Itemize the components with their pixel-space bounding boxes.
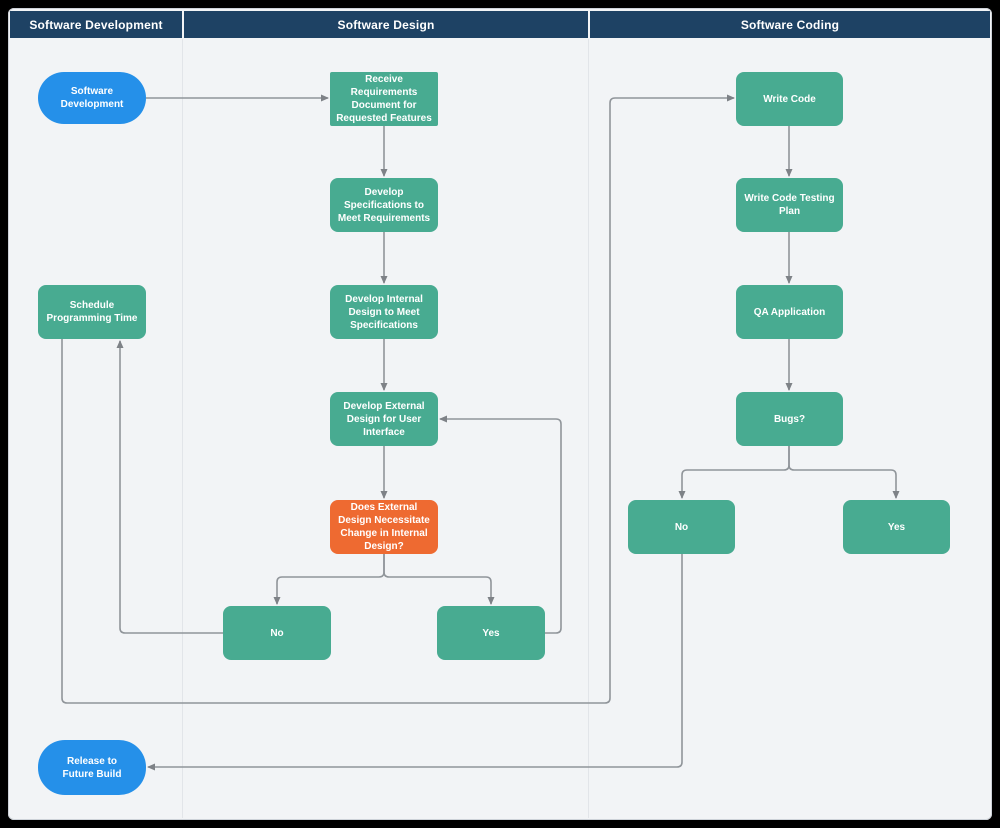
node-coding-yes[interactable]: Yes (843, 500, 950, 554)
connector-bugs-to-coding-yes (788, 446, 900, 499)
connector-question-to-design-no (273, 554, 385, 605)
lane-header-software-design[interactable]: Software Design (184, 11, 588, 38)
node-design-change-question[interactable]: Does External Design Necessitate Change … (330, 500, 438, 554)
swimlane-header-row: Software Development Software Design Sof… (10, 11, 990, 38)
node-start[interactable]: Software Development (38, 72, 146, 124)
node-bugs-question[interactable]: Bugs? (736, 392, 843, 446)
node-release-to-future-build[interactable]: Release to Future Build (38, 740, 146, 795)
lane-header-software-coding[interactable]: Software Coding (590, 11, 990, 38)
node-develop-external-design[interactable]: Develop External Design for User Interfa… (330, 392, 438, 446)
node-develop-specifications[interactable]: Develop Specifications to Meet Requireme… (330, 178, 438, 232)
node-coding-no[interactable]: No (628, 500, 735, 554)
connector-layer (61, 94, 900, 771)
connector-schedule-to-write-code (61, 94, 735, 704)
connector-bugs-to-coding-no (678, 446, 790, 499)
node-schedule-programming-time[interactable]: Schedule Programming Time (38, 285, 146, 339)
connector-coding-no-to-release (147, 554, 683, 771)
node-qa-application[interactable]: QA Application (736, 285, 843, 339)
lane-divider-2 (588, 39, 589, 818)
node-write-code-testing-plan[interactable]: Write Code Testing Plan (736, 178, 843, 232)
lane-divider-1 (182, 39, 183, 818)
node-design-no[interactable]: No (223, 606, 331, 660)
flowchart-canvas: Software Development Software Design Sof… (8, 8, 992, 820)
connector-question-to-design-yes (383, 554, 495, 605)
lane-header-software-development[interactable]: Software Development (10, 11, 182, 38)
node-design-yes[interactable]: Yes (437, 606, 545, 660)
node-write-code[interactable]: Write Code (736, 72, 843, 126)
node-develop-internal-design[interactable]: Develop Internal Design to Meet Specific… (330, 285, 438, 339)
connector-design-no-to-schedule (116, 340, 223, 634)
node-receive-requirements[interactable]: Receive Requirements Document for Reques… (330, 72, 438, 126)
connector-design-yes-to-external (439, 415, 562, 634)
